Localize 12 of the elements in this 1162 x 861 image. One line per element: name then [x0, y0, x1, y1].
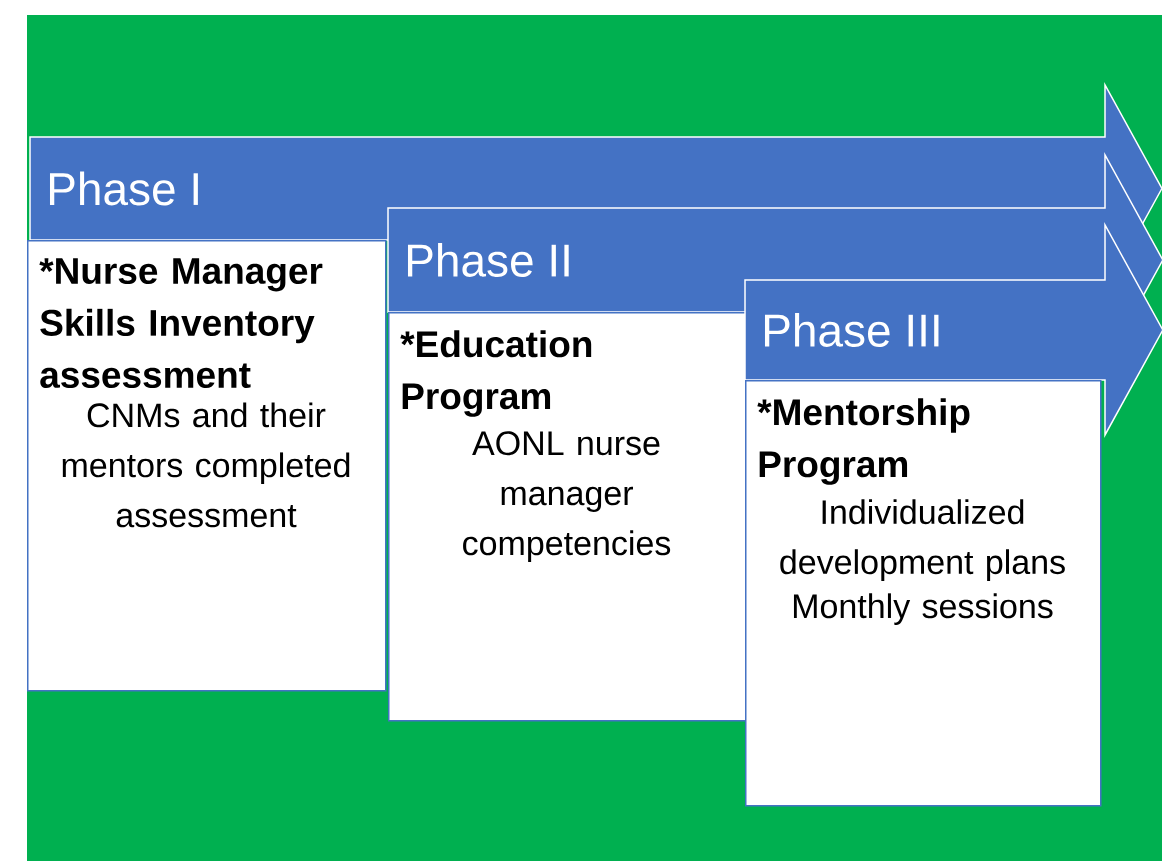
node-label: Phase II [407, 243, 569, 277]
node-label: Phase I [49, 171, 198, 206]
body-text: CNMs and their mentors completed assessment [62, 402, 350, 528]
body-text: AONL nurse manager competencies [463, 431, 671, 563]
body-text: Individualized development plans [780, 499, 1065, 581]
text-box [388, 312, 747, 722]
heading: *Nurse Manager Skills Inventory assessment [39, 258, 323, 388]
heading: *Education Program [400, 330, 592, 417]
body-text: Monthly sessions [793, 593, 1053, 625]
text-box [27, 240, 387, 692]
node-label: Phase III [764, 313, 939, 347]
text-box [745, 380, 1102, 807]
